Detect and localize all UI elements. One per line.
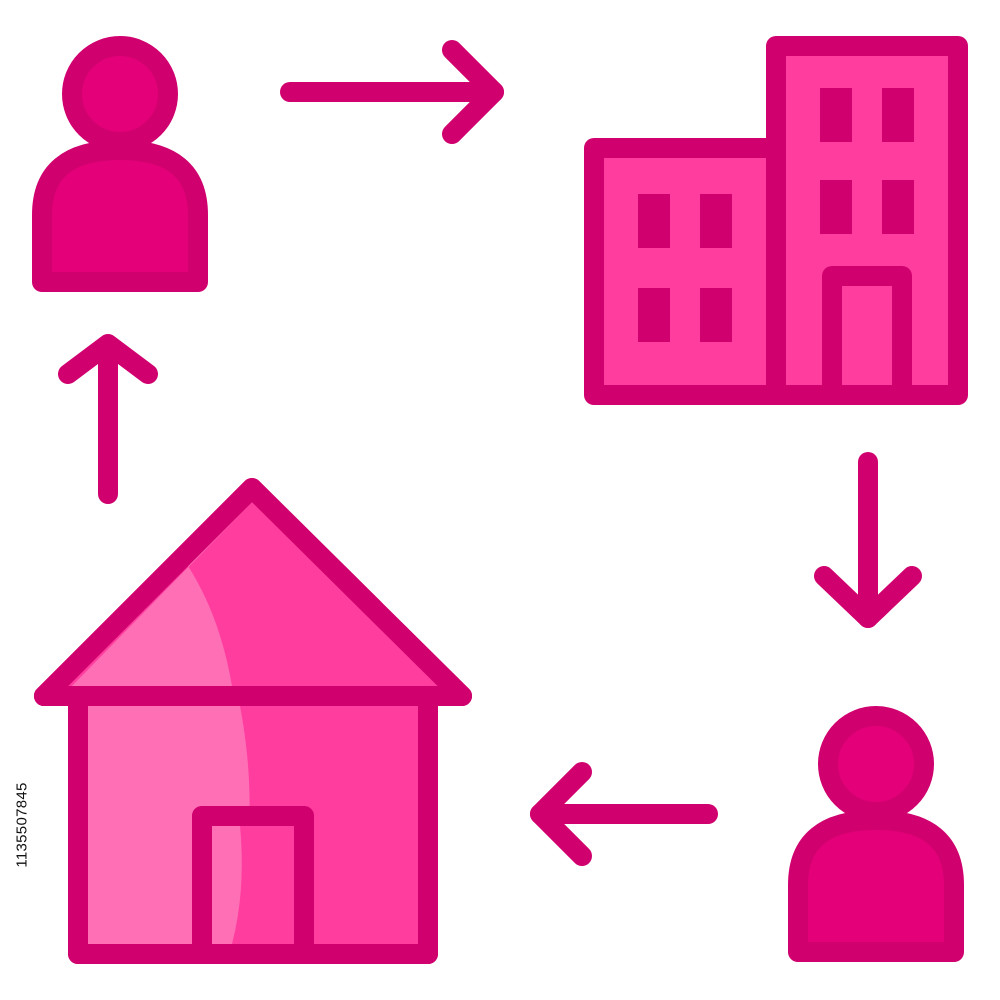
arrow-down-icon bbox=[814, 452, 922, 628]
house-icon bbox=[34, 478, 472, 964]
person-top-left-icon bbox=[32, 36, 208, 292]
stock-id-text: 1135507845 bbox=[13, 782, 31, 868]
arrow-left-icon bbox=[530, 762, 718, 866]
person-bottom-right-icon bbox=[788, 706, 964, 962]
arrow-up-icon bbox=[58, 334, 158, 504]
stock-id-label: 1135507845 bbox=[2, 750, 42, 900]
office-building-icon bbox=[584, 36, 968, 405]
arrow-right-icon bbox=[280, 40, 504, 144]
